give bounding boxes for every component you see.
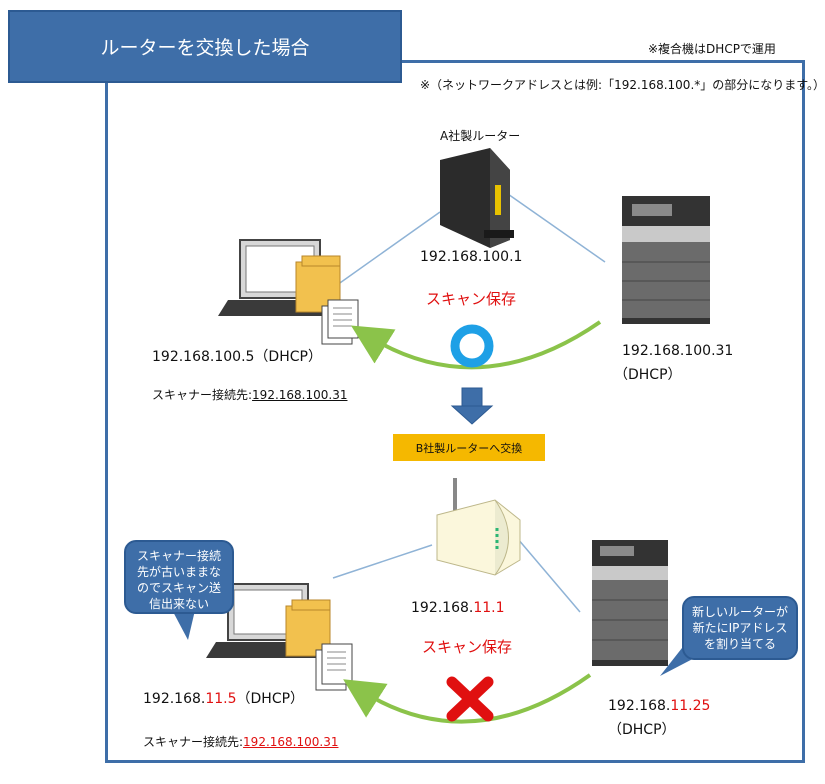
bubble-right-line: 新しいルーターが	[691, 605, 788, 619]
pc-top-icon	[218, 239, 359, 345]
bubble-left-tail	[170, 606, 196, 640]
top-printer-ip: 192.168.100.31	[622, 343, 734, 359]
diagram-frame	[105, 60, 805, 763]
bottom-pc-ip-suffix: （DHCP）	[236, 691, 305, 707]
bottom-scanner-dest: スキャナー接続先:192.168.100.31	[143, 733, 338, 750]
bottom-link-pc-router	[332, 544, 433, 579]
bubble-left-line: 信出来ない	[148, 597, 209, 611]
router-b-icon	[436, 478, 521, 576]
failure-cross-icon	[446, 676, 494, 722]
bottom-printer-ip-prefix: 192.168.	[608, 698, 671, 714]
bubble-left-line: スキャナー接続	[136, 549, 221, 563]
top-scanner-dest: スキャナー接続先:192.168.100.31	[152, 386, 347, 403]
router-a-ip: 192.168.100.1	[420, 249, 523, 265]
bottom-scan-arrow	[343, 673, 592, 724]
bubble-right: 新しいルーターが 新たにIPアドレス を割り当てる	[682, 596, 798, 660]
router-a-label: A社製ルーター	[440, 129, 521, 143]
bottom-scan-label: スキャン保存	[422, 638, 513, 656]
bubble-left-line: のでスキャン送	[136, 581, 221, 595]
network-note: ※（ネットワークアドレスとは例:「192.168.100.*」の部分になります。…	[420, 78, 825, 92]
bubble-right-line: 新たにIPアドレス	[692, 621, 788, 635]
top-printer-dhcp: （DHCP）	[614, 367, 682, 383]
router-b-ip-net: 11	[473, 600, 492, 616]
bottom-printer-ip-net: 11.25	[670, 698, 711, 714]
bottom-printer-ip: 192.168.11.25	[608, 698, 710, 714]
bottom-scanner-dest-value: 192.168.100.31	[243, 735, 339, 749]
router-b-ip: 192.168.11.1	[411, 600, 505, 616]
top-scan-arrow	[350, 320, 602, 370]
top-link-router-printer	[504, 191, 606, 263]
bottom-link-router-printer	[511, 531, 581, 613]
exchange-label: B社製ルーターへ交換	[393, 434, 545, 461]
bottom-pc-ip-net: 11.5	[205, 691, 237, 707]
top-scan-label: スキャン保存	[426, 290, 517, 308]
pc-bottom-icon	[206, 583, 353, 691]
bubble-left-line: 先が古いままな	[136, 565, 221, 579]
bottom-pc-ip: 192.168.11.5（DHCP）	[143, 688, 304, 708]
success-circle-icon	[450, 324, 494, 368]
top-link-pc-router	[329, 211, 441, 291]
top-scanner-dest-value: 192.168.100.31	[252, 388, 348, 402]
bottom-printer-dhcp: （DHCP）	[608, 722, 676, 738]
router-b-ip-prefix: 192.168.	[411, 600, 474, 616]
router-b-ip-host: .1	[491, 600, 505, 616]
top-scanner-dest-label: スキャナー接続先:	[152, 388, 253, 402]
bottom-scanner-dest-label: スキャナー接続先:	[143, 735, 244, 749]
printer-top-icon	[622, 196, 710, 324]
down-arrow-icon	[450, 387, 494, 425]
page-title: ルーターを交換した場合	[8, 10, 402, 83]
bottom-pc-ip-prefix: 192.168.	[143, 691, 206, 707]
top-pc-ip: 192.168.100.5（DHCP）	[152, 349, 322, 365]
bubble-left: スキャナー接続 先が古いままな のでスキャン送 信出来ない	[124, 540, 234, 614]
router-a-icon	[440, 148, 514, 248]
dhcp-note: ※複合機はDHCPで運用	[648, 42, 776, 56]
bubble-right-line: を割り当てる	[703, 637, 776, 651]
printer-bottom-icon	[592, 540, 668, 666]
